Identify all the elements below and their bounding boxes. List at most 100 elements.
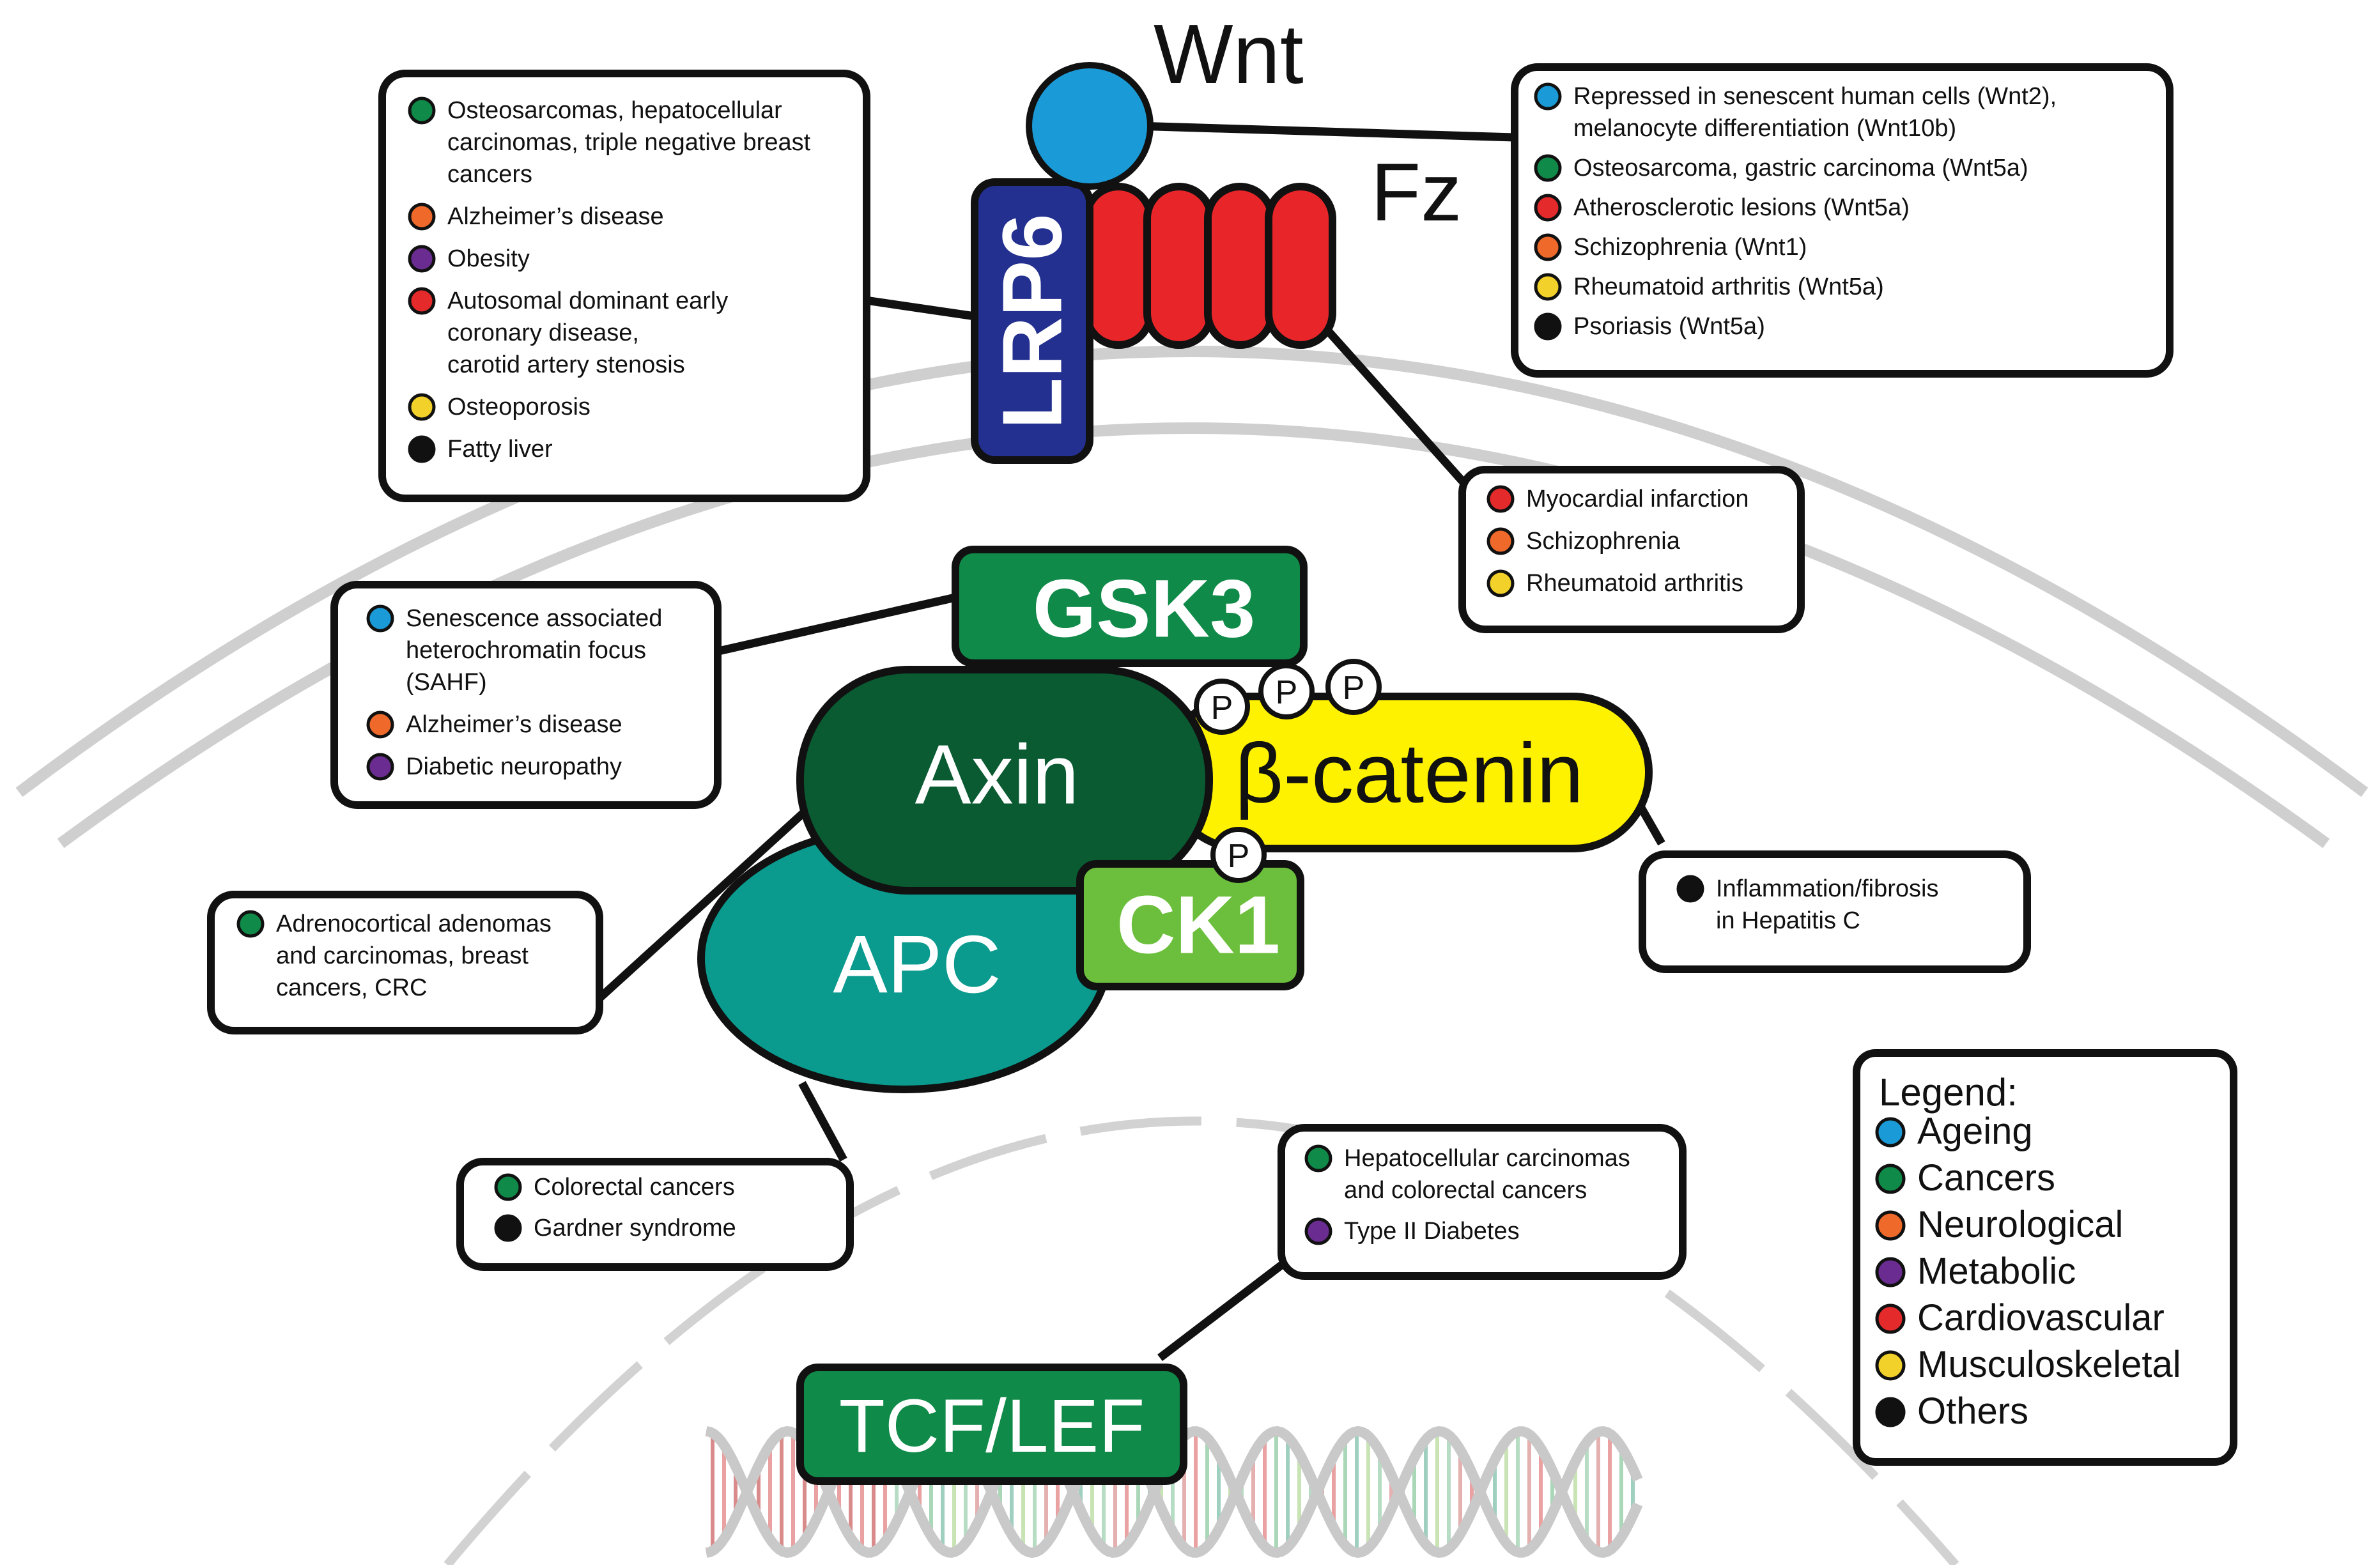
phospho-label: P <box>1228 838 1250 875</box>
category-dot-metabolic <box>366 753 394 781</box>
disease-text: in Hepatitis C <box>1716 907 1860 934</box>
tcf-lef: TCF/LEF <box>796 1364 1187 1485</box>
tcf-lef-label: TCF/LEF <box>839 1384 1145 1468</box>
lrp6-label: LRP6 <box>985 213 1079 429</box>
wnt-ligand <box>1026 62 1154 190</box>
category-dot-musculoskeletal <box>1486 569 1515 597</box>
disease-entry: Osteosarcomas, hepatocellular carcinomas,… <box>408 96 811 188</box>
phospho-label: P <box>1211 689 1233 726</box>
disease-entry: Gardner syndrome <box>494 1214 736 1242</box>
category-dot-cancers <box>408 96 436 125</box>
category-dot-musculoskeletal <box>408 393 436 421</box>
category-dot-cancers <box>236 910 265 938</box>
legend-label: Others <box>1917 1390 2028 1432</box>
category-dot-neurological <box>1534 233 1562 261</box>
legend-label: Ageing <box>1917 1111 2033 1152</box>
ck1-label: CK1 <box>1116 880 1280 971</box>
disease-entry: Alzheimer’s disease <box>408 203 664 231</box>
disease-text: Gardner syndrome <box>534 1215 736 1241</box>
legend-label: Musculoskeletal <box>1917 1344 2181 1385</box>
disease-entry: Diabetic neuropathy <box>366 753 622 781</box>
disease-box-lrp6: Osteosarcomas, hepatocellular carcinomas,… <box>378 70 870 502</box>
disease-text: and carcinomas, breast <box>276 942 529 969</box>
disease-entry: Atherosclerotic lesions (Wnt5a) <box>1534 194 1910 222</box>
disease-text: Inflammation/fibrosis <box>1716 875 1938 902</box>
disease-entry: Psoriasis (Wnt5a) <box>1534 312 1765 341</box>
legend-dot <box>1875 1350 1906 1381</box>
disease-entry: Schizophrenia <box>1486 527 1681 555</box>
disease-entry: Alzheimer’s disease <box>366 711 622 739</box>
phospho-mark-1: P <box>1194 679 1250 735</box>
disease-text: Alzheimer’s disease <box>406 711 622 738</box>
disease-entry: Osteoporosis <box>408 393 591 421</box>
legend-items: AgeingCancersNeurologicalMetabolicCardio… <box>1875 1111 2181 1432</box>
disease-text: Obesity <box>447 245 530 272</box>
category-dot-neurological <box>366 711 394 739</box>
lrp6-receptor: LRP6 <box>971 178 1093 464</box>
disease-text: Adrenocortical adenomas <box>276 911 552 937</box>
disease-text: heterochromatin focus <box>406 637 646 664</box>
disease-text: Diabetic neuropathy <box>406 753 622 780</box>
beta-catenin-label: β-catenin <box>1235 726 1584 820</box>
category-dot-ageing <box>366 604 394 633</box>
disease-text: Alzheimer’s disease <box>447 203 664 230</box>
legend-label: Cancers <box>1917 1157 2055 1199</box>
disease-entry: Myocardial infarction <box>1486 485 1749 513</box>
disease-text: Autosomal dominant early <box>447 288 728 314</box>
category-dot-metabolic <box>408 245 436 273</box>
disease-text: Fatty liver <box>447 436 553 463</box>
category-dot-cardiovascular <box>1534 194 1562 222</box>
legend-item-cancers: Cancers <box>1875 1157 2055 1199</box>
disease-text: Repressed in senescent human cells (Wnt2… <box>1573 83 2057 110</box>
disease-text: Schizophrenia (Wnt1) <box>1573 234 1807 261</box>
disease-entry: Rheumatoid arthritis <box>1486 569 1743 597</box>
category-dot-others <box>494 1214 522 1242</box>
phospho-label: P <box>1276 674 1298 711</box>
disease-text: Hepatocellular carcinomas <box>1344 1145 1630 1172</box>
fz-label: Fz <box>1371 147 1462 238</box>
legend-item-metabolic: Metabolic <box>1875 1250 2076 1292</box>
wnt-label: Wnt <box>1154 7 1304 101</box>
category-dot-cancers <box>1534 154 1562 182</box>
legend-dot <box>1875 1303 1906 1334</box>
legend-item-others: Others <box>1875 1390 2028 1432</box>
legend-dot <box>1875 1397 1906 1427</box>
disease-text: Osteosarcoma, gastric carcinoma (Wnt5a) <box>1573 155 2028 181</box>
disease-text: Type II Diabetes <box>1344 1218 1520 1245</box>
category-dot-cancers <box>1304 1144 1332 1172</box>
legend-dot <box>1875 1164 1906 1194</box>
category-dot-cardiovascular <box>408 287 436 315</box>
disease-box-fz: Myocardial infarctionSchizophreniaRheuma… <box>1458 466 1805 633</box>
disease-text: Osteosarcomas, hepatocellular <box>447 97 782 124</box>
legend-item-ageing: Ageing <box>1875 1111 2033 1152</box>
legend-dot <box>1875 1117 1906 1148</box>
disease-text: melanocyte differentiation (Wnt10b) <box>1573 115 1956 142</box>
disease-text: carcinomas, triple negative breast <box>447 129 811 156</box>
disease-entry: Adrenocortical adenomas and carcinomas, b… <box>236 910 552 1001</box>
nucleus-membrane <box>444 1116 1959 1568</box>
legend-title: Legend: <box>1879 1071 2018 1114</box>
disease-text: Schizophrenia <box>1526 528 1681 555</box>
category-dot-neurological <box>408 203 436 231</box>
phospho-mark-4: P <box>1210 827 1267 883</box>
disease-text: Osteoporosis <box>447 394 591 420</box>
disease-entry: Osteosarcoma, gastric carcinoma (Wnt5a) <box>1534 154 2028 182</box>
disease-text: and colorectal cancers <box>1344 1177 1587 1204</box>
connector-lines <box>594 120 1665 1362</box>
ck1: CK1 <box>1076 860 1304 990</box>
category-dot-metabolic <box>1304 1217 1332 1245</box>
apc-label: APC <box>833 919 1001 1011</box>
disease-text: carotid artery stenosis <box>447 351 685 378</box>
disease-box-wnt: Repressed in senescent human cells (Wnt2… <box>1511 63 2173 378</box>
disease-entry: Rheumatoid arthritis (Wnt5a) <box>1534 273 1884 301</box>
disease-box-axin: Adrenocortical adenomas and carcinomas, b… <box>207 891 603 1034</box>
category-dot-cancers <box>494 1173 522 1201</box>
legend: Legend: AgeingCancersNeurologicalMetabol… <box>1853 1049 2237 1466</box>
category-dot-others <box>1534 312 1562 341</box>
disease-entry: Fatty liver <box>408 435 553 463</box>
legend-dot <box>1875 1210 1906 1241</box>
axin: Axin <box>796 666 1213 895</box>
disease-entry: Colorectal cancers <box>494 1173 735 1201</box>
